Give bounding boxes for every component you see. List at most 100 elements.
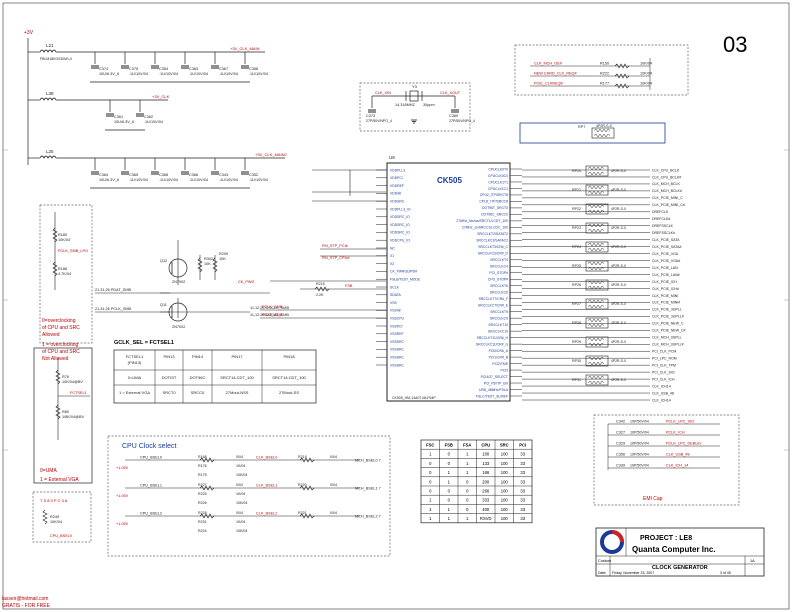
emi-val: 10P/50V/04 xyxy=(630,453,649,457)
fs-cell: 0 xyxy=(429,489,432,494)
gclk-cell: 27Mout-NSS xyxy=(226,390,249,395)
r215-val: 2.2K xyxy=(316,293,324,297)
bsel-rail: +1.05V xyxy=(116,466,129,470)
note-line: 0=overclocking xyxy=(42,318,76,324)
fs-cell: 100 xyxy=(501,489,509,494)
svg-text:C368: C368 xyxy=(159,173,168,177)
resistor-pack xyxy=(585,165,609,177)
net-label: CLK_ICH14 xyxy=(652,384,671,388)
rail-p3v: +3V xyxy=(24,30,34,36)
pin-label: VSSREF xyxy=(390,332,404,336)
resistor-pack xyxy=(585,336,609,348)
bsel-r2v: 1K/04 xyxy=(236,492,245,496)
svg-text:.1U/10V/04: .1U/10V/04 xyxy=(159,72,178,76)
pin-label: SRCCLKC11/CR#_G xyxy=(476,342,508,346)
bsel-r2: R231 xyxy=(198,520,207,524)
pin-label: SRCCLKT7/CR#_F xyxy=(479,297,508,301)
fs-cell: 33 xyxy=(520,452,525,457)
pin-label: CPUCLK1C1 xyxy=(488,187,508,191)
svg-text:C365: C365 xyxy=(129,173,138,177)
svg-text:R80: R80 xyxy=(62,410,69,414)
fs-cell: 0 xyxy=(448,498,451,503)
emi-ref: C342 xyxy=(616,420,625,424)
pin-label: SRCCLKC10 xyxy=(488,329,508,333)
emi-cap-box xyxy=(593,414,740,506)
cpu-clock-select-title: CPU Clock select xyxy=(122,443,177,450)
net-label: CLK_MCH_3GPLL xyxy=(652,336,682,340)
chip-right-pins: CPUCLK0T0CPUCLK0C0CPUCLK1T1CPUCLK1C1CPU2… xyxy=(456,167,522,398)
pin-label: CPUCLK0C0 xyxy=(488,174,508,178)
resistor-pack-ref: RP25 xyxy=(572,264,581,268)
pullup-net: PCIE_CLKREQ# xyxy=(534,82,564,86)
gclk-sel-title: GCLK_SEL = FCTSEL1 xyxy=(114,340,174,346)
pci-fcts-label: PCLK_SMB_LPO xyxy=(58,249,88,253)
svg-text:C374: C374 xyxy=(99,67,108,71)
net-label: PCI_CLK_ICH xyxy=(652,377,675,381)
resistor-pack-val: 4P2R-S-0 xyxy=(611,321,626,325)
pin-label: VDDSRC xyxy=(390,200,405,204)
pin-label: SRCCLKT6 xyxy=(490,284,508,288)
net-label: CLK_MCH_BCLK# xyxy=(652,189,682,193)
net-label: CLK_PCIE_3GPLL xyxy=(652,308,682,312)
bsel-r3v: 0/04 xyxy=(330,483,337,487)
pin-label: VDDSRC_IO xyxy=(390,231,410,235)
resistor-pack-ref: RP26 xyxy=(572,283,581,287)
pin-label: USB_48MHz/FSLA xyxy=(479,388,509,392)
svg-text:C375: C375 xyxy=(129,67,138,71)
pin-label: CPUCLK1T1 xyxy=(488,180,508,184)
pin-label: SRCCLKC4 xyxy=(490,265,508,269)
fs-cell: 333 xyxy=(482,498,490,503)
pin-label: SRCCLKC3/CR#_D xyxy=(478,252,509,256)
svg-text:R209: R209 xyxy=(219,252,228,256)
crystal-circuit xyxy=(359,82,471,132)
resistor-pack-val: 4P2R-S-0 xyxy=(611,378,626,382)
resistor-pack-ref: RP31 xyxy=(572,378,581,382)
pin-label: VDDPLL3_IO xyxy=(390,207,411,211)
resistor-pack-val: 4P2R-S-0 xyxy=(611,264,626,268)
svg-text:C354: C354 xyxy=(159,67,168,71)
pin-label: 27MHz_Nonss/SRCT1/LCDT_100 xyxy=(456,219,508,223)
bsel-r3v: 0/04 xyxy=(330,455,337,459)
pin-label: VSS xyxy=(390,301,398,305)
svg-text:Q12: Q12 xyxy=(160,259,167,263)
gclk-header: PIN14 xyxy=(192,354,204,359)
crystal-tolerance: 30ppm xyxy=(423,103,435,107)
fs-cell: 0 xyxy=(448,461,451,466)
fs-cell: 33 xyxy=(520,461,525,466)
watermark-text: GRATIS - FOR FREE xyxy=(2,603,51,609)
bsel-rail: +1.05V xyxy=(116,522,129,526)
pin-label: CPU_STOP# xyxy=(488,278,508,282)
pullup-val: 10K/04 xyxy=(640,82,652,86)
svg-text:PDAT_SMB: PDAT_SMB xyxy=(262,313,283,317)
note-line: of CPU and SRC xyxy=(42,349,80,355)
fs-cell: 33 xyxy=(520,498,525,503)
net-label: CLK_PCIE_NEW_C# xyxy=(652,329,686,333)
fs-header: CPU xyxy=(481,443,490,448)
svg-text:.1U/10V/04: .1U/10V/04 xyxy=(249,72,268,76)
fs-cell: 33 xyxy=(520,489,525,494)
resistor-pack-ref: RP29 xyxy=(572,340,581,344)
bsel-out: MCH_BSEL2 7 xyxy=(355,514,381,518)
pin-label: PCI4/27_SELECT xyxy=(481,375,508,379)
gclk-header: PIN17 xyxy=(231,354,243,359)
resistor-pack-val: 4P2R-S-0 xyxy=(611,283,626,287)
company-name: Quanta Computer Inc. xyxy=(632,545,716,554)
pin-label: PCI_F5/ITP_EN xyxy=(484,381,509,385)
fs-cell: 33 xyxy=(520,479,525,484)
inductor-l25: L25 xyxy=(46,149,54,154)
bsel-r4v: 10K/04 xyxy=(236,501,247,505)
capacitor-row-2 xyxy=(105,113,145,117)
resistor-pack xyxy=(585,355,609,367)
note-line: 0=UMA xyxy=(40,468,57,474)
svg-text:PM_STP_PCI#: PM_STP_PCI# xyxy=(322,244,349,248)
net-label: DREFCLK xyxy=(652,210,669,214)
chip-left-pins: VDDPLL3VDDPCIVDDREFVDD48VDDSRCVDDPLL3_IO… xyxy=(376,168,421,367)
resistor-pack xyxy=(585,241,609,253)
bsel-r4v: 10K/04 xyxy=(236,473,247,477)
fs-cell: 0 xyxy=(429,470,432,475)
note-line: Allowed xyxy=(42,332,60,338)
